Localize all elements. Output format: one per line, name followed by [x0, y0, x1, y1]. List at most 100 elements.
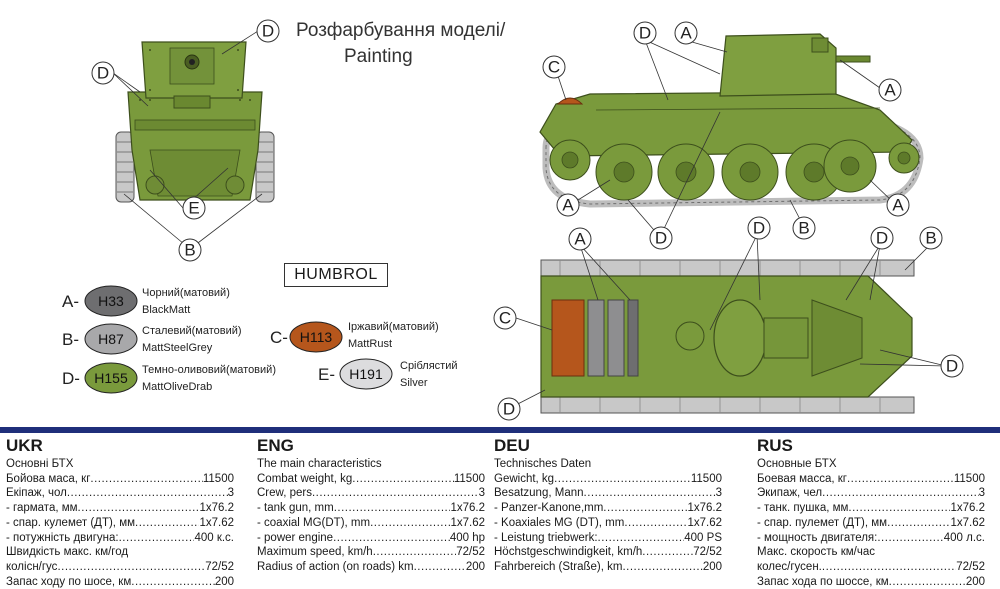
paint-e: E- H191 Сріблястий Silver	[318, 358, 458, 390]
brand-label: HUMBROL	[284, 263, 388, 287]
spec-value: 3	[978, 487, 985, 500]
svg-text:H191: H191	[349, 366, 383, 382]
spec-label: Technisches Daten	[494, 458, 592, 470]
svg-text:H155: H155	[94, 370, 128, 386]
dot-leader	[554, 472, 691, 487]
spec-value: 200	[465, 560, 485, 573]
callout-front-d-top: D	[256, 19, 280, 43]
svg-text:H33: H33	[98, 293, 124, 309]
spec-label: колісн/гус	[6, 560, 58, 573]
spec-label: Crew, pers	[257, 487, 312, 500]
svg-text:D: D	[503, 400, 515, 419]
spec-row: - coaxial MG(DT), mm1x7.62	[257, 516, 485, 531]
paint-legend: A- H33 Чорний(матовий) BlackMatt B- H87 …	[62, 285, 458, 394]
svg-text:D: D	[946, 357, 958, 376]
dot-leader	[414, 560, 466, 575]
spec-value: 72/52	[693, 546, 722, 559]
spec-label: The main characteristics	[257, 458, 382, 470]
callout-front-e: E	[182, 196, 206, 220]
spec-value: 3	[478, 487, 485, 500]
spec-value: 400 hp	[449, 531, 485, 544]
svg-text:B: B	[925, 229, 936, 248]
dot-leader	[598, 531, 685, 546]
spec-row: Макс. скорость км/час	[757, 545, 985, 560]
spec-value: 200	[214, 575, 234, 588]
dot-leader	[312, 486, 479, 501]
svg-text:MattSteelGrey: MattSteelGrey	[142, 342, 213, 354]
spec-value: 72/52	[956, 560, 985, 573]
spec-label: Екіпаж, чол	[6, 487, 67, 500]
spec-label: колес/гусен.	[757, 560, 822, 573]
spec-value: 11500	[690, 472, 722, 485]
svg-text:H113: H113	[300, 329, 333, 345]
svg-text:A-: A-	[62, 292, 79, 311]
spec-label: - спар. пулемет (ДТ), мм	[757, 516, 888, 529]
spec-row: Crew, pers 3	[257, 486, 485, 501]
dot-leader	[848, 501, 950, 516]
spec-value: 3	[227, 487, 234, 500]
spec-row: Запас хода по шоссе, км200	[757, 575, 985, 589]
svg-text:D: D	[753, 219, 765, 238]
spec-label: - потужність двигуна:	[6, 531, 119, 544]
dot-leader	[135, 516, 199, 531]
spec-label: Maximum speed, km/h	[257, 546, 373, 559]
spec-row: Основные БТХ	[757, 457, 985, 472]
callout-top-a: A	[568, 227, 592, 251]
spec-row: - гармата, мм1x76.2	[6, 501, 234, 516]
paint-c: C- H113 Іржавий(матовий) MattRust	[270, 321, 439, 353]
svg-text:D: D	[639, 24, 651, 43]
spec-row: Fahrbereich (Straße), km 200	[494, 560, 722, 575]
spec-label: - tank gun, mm	[257, 502, 334, 515]
spec-label: - спар. кулемет (ДТ), мм	[6, 516, 136, 529]
svg-text:Чорний(матовий): Чорний(матовий)	[142, 287, 230, 299]
svg-text:D: D	[876, 229, 888, 248]
spec-row: Gewicht, kg 11500	[494, 472, 722, 487]
svg-text:MattRust: MattRust	[348, 338, 392, 350]
spec-value: 200	[702, 560, 722, 573]
spec-label: Höchstgeschwindigkeit, km/h	[494, 546, 643, 559]
dot-leader	[887, 516, 950, 531]
dot-leader	[624, 516, 687, 531]
svg-text:D: D	[655, 229, 667, 248]
spec-label: Fahrbereich (Straße), km	[494, 560, 623, 573]
dot-leader	[57, 560, 205, 575]
callout-front-d-left: D	[91, 61, 115, 85]
spec-row: - Panzer-Kanone,mm1x76.2	[494, 501, 722, 516]
spec-value: 72/52	[456, 546, 485, 559]
spec-row: Höchstgeschwindigkeit, km/h 72/52	[494, 545, 722, 560]
svg-text:B-: B-	[62, 330, 79, 349]
spec-row: - power engine400 hp	[257, 531, 485, 546]
svg-text:Іржавий(матовий): Іржавий(матовий)	[348, 321, 439, 333]
spec-row: колісн/гус72/52	[6, 560, 234, 575]
spec-value: 1x76.2	[687, 502, 722, 515]
dot-leader	[78, 501, 200, 516]
spec-language-heading: ENG	[257, 436, 294, 455]
dot-leader	[352, 472, 454, 487]
svg-text:Silver: Silver	[400, 377, 428, 389]
svg-text:D: D	[97, 64, 109, 83]
spec-value: 400 к.с.	[194, 531, 234, 544]
section-divider	[0, 427, 1000, 433]
spec-value: 11500	[453, 472, 485, 485]
spec-row: The main characteristics	[257, 457, 485, 472]
dot-leader	[90, 472, 202, 487]
callout-side-d-bottom: D	[649, 226, 673, 250]
spec-row: - спар. пулемет (ДТ), мм1x7.62	[757, 516, 985, 531]
spec-label: - танк. пушка, мм	[757, 502, 849, 515]
spec-label: Gewicht, kg	[494, 472, 555, 485]
tank-top-view: A D D B C D D	[493, 216, 964, 421]
spec-value: 1x76.2	[199, 502, 234, 515]
callout-top-d-lower-right: D	[940, 354, 964, 378]
svg-text:E-: E-	[318, 365, 335, 384]
spec-value: 200	[965, 575, 985, 588]
svg-text:C: C	[548, 58, 560, 77]
spec-row: - tank gun, mm1x76.2	[257, 501, 485, 516]
spec-label: Экипаж, чел	[757, 487, 823, 500]
svg-text:D-: D-	[62, 369, 80, 388]
dot-leader	[642, 545, 693, 560]
spec-label: - Leistung triebwerk:	[494, 531, 598, 544]
tank-diagrams: D D E B	[62, 19, 964, 421]
spec-row: - Koaxiales MG (DT), mm1x7.62	[494, 516, 722, 531]
tank-side-view: A D C A A D B A	[539, 21, 924, 250]
